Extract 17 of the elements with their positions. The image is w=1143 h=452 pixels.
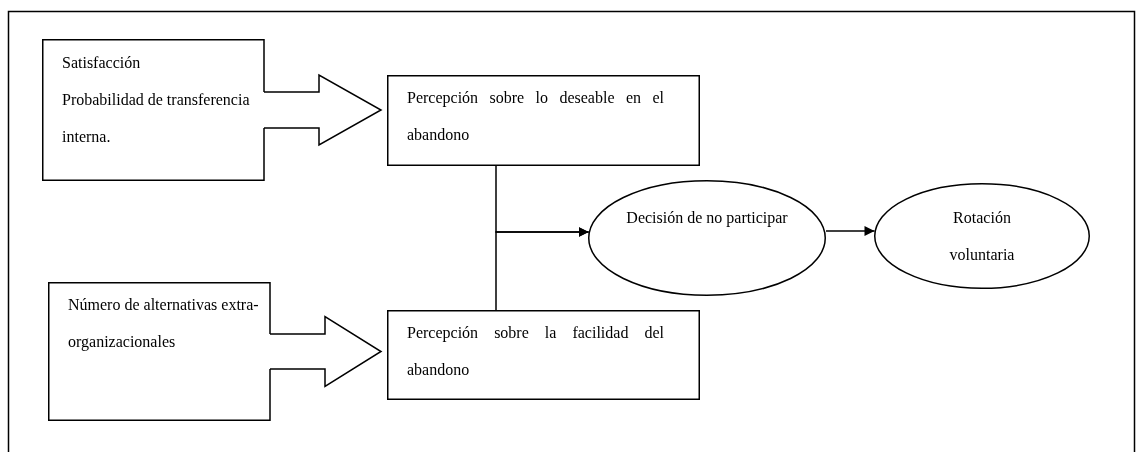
block-arrow (263, 73, 383, 147)
node-text: Decisión de no participar (625, 208, 789, 229)
node-text: Número de alternativas extra-organizacionales (68, 295, 260, 353)
arrow (495, 227, 590, 311)
process-ellipse (874, 183, 1090, 289)
arrow (825, 226, 876, 236)
node-text: Percepción sobre lo deseable en el abandono (407, 88, 664, 145)
process-box (387, 310, 700, 400)
callout-box (42, 39, 264, 181)
block-arrow (269, 315, 383, 388)
process-ellipse (588, 180, 826, 296)
node-text: Probabilidad de transferencia interna. (62, 90, 251, 147)
node-text: Satisfacción (62, 53, 142, 73)
node-text: Percepción sobre la facilidad del abandono (407, 323, 664, 380)
process-box (387, 75, 700, 166)
callout-box (48, 282, 270, 421)
node-text: Rotación voluntaria (948, 208, 1016, 265)
